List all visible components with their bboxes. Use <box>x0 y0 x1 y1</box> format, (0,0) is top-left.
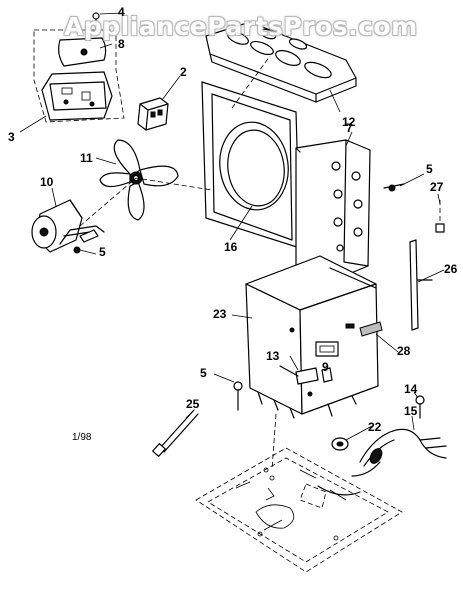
screw-part-5b <box>73 246 81 254</box>
callout-22: 22 <box>368 420 382 434</box>
watermark: AppliancePartsPros.com <box>64 12 418 41</box>
callout-13: 13 <box>266 349 280 363</box>
control-panel-part <box>41 71 113 121</box>
lower-base-pan <box>195 447 403 573</box>
screw-part-27 <box>435 200 445 233</box>
grommet-part <box>331 437 349 451</box>
date-code: 1/98 <box>72 432 92 443</box>
partition-bracket-part <box>295 139 371 281</box>
callout-12: 12 <box>342 115 356 129</box>
callout-2: 2 <box>180 65 187 79</box>
callout-3: 3 <box>8 130 15 144</box>
bolt-part-25 <box>152 409 199 457</box>
callout-5c: 5 <box>200 366 207 380</box>
callout-14: 14 <box>404 382 418 396</box>
top-grille-part <box>205 21 357 103</box>
lower-axis <box>271 413 277 471</box>
screw-part-4 <box>92 12 100 31</box>
power-cord-part <box>317 428 447 496</box>
callout-9: 9 <box>322 360 329 374</box>
control-group-outline <box>33 29 125 123</box>
relay-part <box>279 365 333 385</box>
callout-28: 28 <box>397 344 411 358</box>
callout-8: 8 <box>118 37 125 51</box>
support-rod-part <box>409 239 433 331</box>
switch-block-part <box>137 97 169 131</box>
callout-4: 4 <box>118 5 125 19</box>
leader-lines <box>19 12 445 441</box>
bulkhead-part <box>201 55 301 249</box>
callout-10: 10 <box>40 175 54 189</box>
callout-5a: 5 <box>426 162 433 176</box>
callout-25: 25 <box>186 397 200 411</box>
callout-26: 26 <box>444 262 458 276</box>
screw-part-5a <box>383 183 405 192</box>
screw-part-5c <box>233 381 243 411</box>
callout-23: 23 <box>213 307 227 321</box>
callout-27: 27 <box>430 180 444 194</box>
motor-part <box>31 199 105 253</box>
callout-5b: 5 <box>99 245 106 259</box>
callout-11: 11 <box>80 151 93 165</box>
fan-axis <box>79 177 213 227</box>
knob-plate-part <box>58 37 107 67</box>
base-pan-part <box>245 255 379 419</box>
callout-16: 16 <box>224 240 238 254</box>
bracket-part-28 <box>359 321 383 337</box>
callout-15: 15 <box>404 404 418 418</box>
fan-blade-part <box>99 139 179 221</box>
callout-7: 7 <box>346 121 353 135</box>
